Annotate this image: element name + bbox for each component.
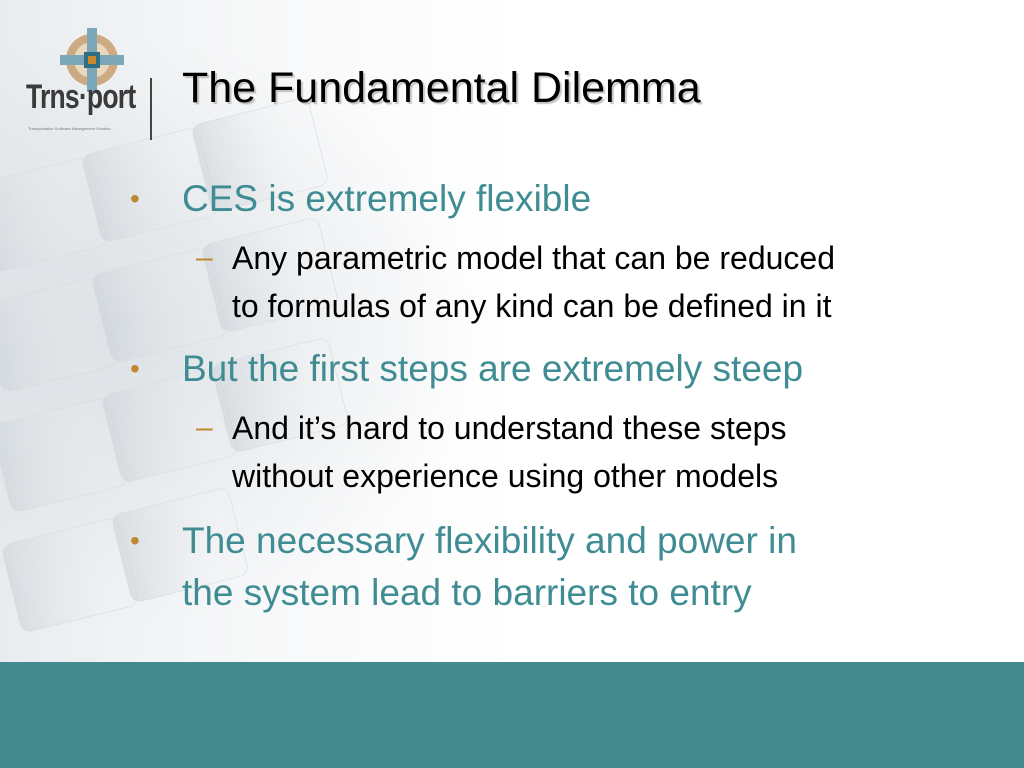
bullet-1: CES is extremely flexible [182, 178, 592, 219]
sub-bullet-marker: – [196, 241, 213, 274]
sub-bullet-2-line-2: without experience using other models [232, 458, 779, 494]
sub-bullet-2-line-1: And it’s hard to understand these steps [232, 410, 787, 446]
bullet-3-line-1: The necessary flexibility and power in [182, 520, 797, 561]
logo-wordmark: Trns·port [26, 78, 136, 116]
trnsport-logo: Trns·port Transportation Software Manage… [22, 26, 164, 146]
sub-bullet-1-line-2: to formulas of any kind can be defined i… [232, 288, 832, 324]
logo-divider [150, 78, 152, 140]
sub-bullet-marker: – [196, 411, 213, 444]
slide-title: The Fundamental Dilemma [182, 64, 701, 112]
bullet-marker: • [130, 525, 140, 556]
bullet-3-line-2: the system lead to barriers to entry [182, 572, 752, 613]
keyboard-background-image [0, 98, 348, 632]
compass-cross-icon [60, 28, 124, 92]
logo-tagline: Transportation Software Management Solut… [28, 126, 111, 131]
bullet-marker: • [130, 353, 140, 384]
footer-band [0, 662, 1024, 768]
sub-bullet-1-line-1: Any parametric model that can be reduced [232, 240, 835, 276]
bullet-2: But the first steps are extremely steep [182, 348, 804, 389]
bullet-marker: • [130, 183, 140, 214]
